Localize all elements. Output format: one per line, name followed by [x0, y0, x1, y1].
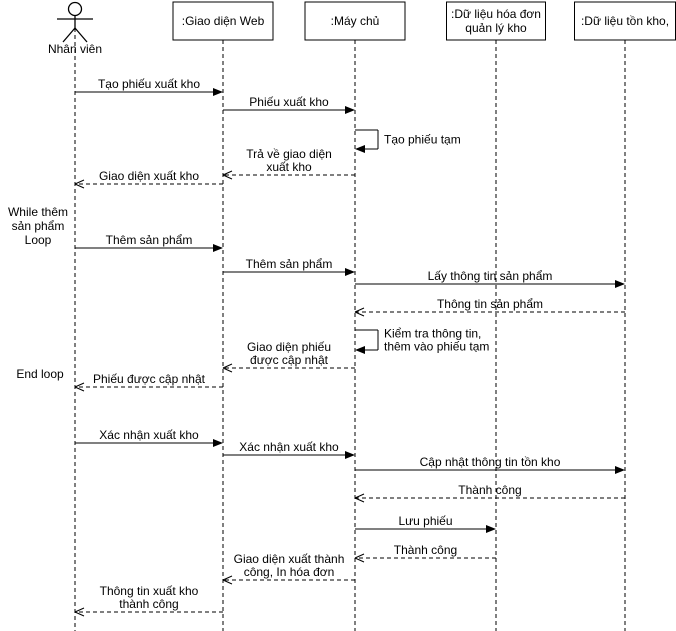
message-16: Thành công: [354, 483, 625, 503]
lifeline-header-web: :Giao diện Web: [172, 1, 274, 41]
actor-figure: [57, 1, 93, 43]
arrowhead-open: [354, 553, 365, 559]
message-18: Thành công: [354, 543, 496, 563]
lifeline-box-invoice_db: [446, 1, 546, 41]
actor-head: [67, 1, 83, 17]
message-label: Phiếu được cập nhật: [93, 372, 206, 386]
message-label: Tạo phiếu tạm: [384, 133, 461, 147]
arrowhead-filled: [213, 88, 223, 96]
lifeline-header-server: :Máy chủ: [304, 1, 406, 41]
message-15: Cập nhật thông tin tồn kho: [355, 455, 625, 474]
lifeline-header-stock_db: :Dữ liệu tồn kho,: [574, 1, 676, 41]
arrowhead-filled: [345, 106, 355, 114]
arrowhead-open: [354, 557, 365, 563]
message-3: Tạo phiếu tạm: [355, 129, 461, 153]
arrowhead-filled: [486, 525, 496, 533]
message-8: Lấy thông tin sản phẩm: [355, 269, 625, 288]
message-9: Thông tin sản phẩm: [354, 297, 625, 317]
arrowhead-filled: [355, 145, 365, 153]
arrowhead-open: [354, 493, 365, 499]
message-label: Xác nhận xuất kho: [99, 428, 199, 442]
lifeline-label-server: :Máy chủ: [331, 14, 380, 28]
arrowhead-filled: [213, 244, 223, 252]
message-label: Tạo phiếu xuất kho: [98, 77, 200, 91]
message-label: Phiếu xuất kho: [249, 95, 329, 109]
lifeline-box-web: [172, 1, 274, 41]
message-label: Giao diện xuất kho: [99, 169, 199, 183]
message-7: Thêm sản phẩm: [223, 257, 355, 276]
message-12: Phiếu được cập nhật: [74, 372, 223, 392]
lifeline-box-stock_db: [574, 1, 676, 41]
actor-label: Nhân viên: [48, 42, 102, 56]
arrowhead-open: [222, 367, 233, 373]
arrowhead-filled: [213, 439, 223, 447]
message-2: Phiếu xuất kho: [223, 95, 355, 114]
arrowhead-filled: [345, 451, 355, 459]
message-label: Thêm sản phẩm: [106, 233, 193, 247]
arrowhead-filled: [345, 268, 355, 276]
lifeline-label-web: :Giao diện Web: [182, 14, 265, 28]
message-label: Thêm sản phẩm: [246, 257, 333, 271]
message-label: Thành công: [458, 483, 521, 497]
message-13: Xác nhận xuất kho: [75, 428, 223, 447]
fragment-label-end-loop: End loop: [16, 367, 64, 381]
message-5: Giao diện xuất kho: [74, 169, 223, 189]
message-6: Thêm sản phẩm: [75, 233, 223, 252]
arrowhead-filled: [615, 280, 625, 288]
arrowhead-open: [74, 386, 85, 392]
message-label: Cập nhật thông tin tồn kho: [420, 455, 561, 469]
arrowhead-open: [74, 611, 85, 617]
message-label: Kiểm tra thông tin,thêm vào phiếu tạm: [384, 327, 489, 354]
arrowhead-open: [222, 575, 233, 581]
arrowhead-open: [74, 382, 85, 388]
arrowhead-open: [354, 307, 365, 313]
message-1: Tạo phiếu xuất kho: [75, 77, 223, 96]
arrowhead-open: [354, 311, 365, 317]
arrowhead-open: [354, 497, 365, 503]
arrowhead-filled: [615, 466, 625, 474]
arrowhead-open: [222, 170, 233, 176]
message-label: Lấy thông tin sản phẩm: [428, 269, 553, 283]
message-17: Lưu phiếu: [355, 514, 496, 533]
arrowhead-open: [222, 579, 233, 585]
arrowhead-filled: [355, 346, 365, 354]
arrowhead-open: [222, 363, 233, 369]
arrowhead-open: [222, 174, 233, 180]
message-label: Lưu phiếu: [398, 514, 452, 528]
lifeline-label-stock_db: :Dữ liệu tồn kho,: [581, 14, 669, 28]
arrowhead-open: [74, 183, 85, 189]
actor-leg-left: [62, 27, 76, 43]
message-label: Xác nhận xuất kho: [239, 440, 339, 454]
message-10: Kiểm tra thông tin,thêm vào phiếu tạm: [355, 327, 489, 354]
actor-leg-right: [74, 27, 88, 43]
message-14: Xác nhận xuất kho: [223, 440, 355, 459]
arrowhead-open: [74, 607, 85, 613]
message-label: Thông tin sản phẩm: [437, 297, 543, 311]
arrowhead-open: [74, 179, 85, 185]
lifeline-box-server: [304, 1, 406, 41]
message-label: Thành công: [394, 543, 457, 557]
